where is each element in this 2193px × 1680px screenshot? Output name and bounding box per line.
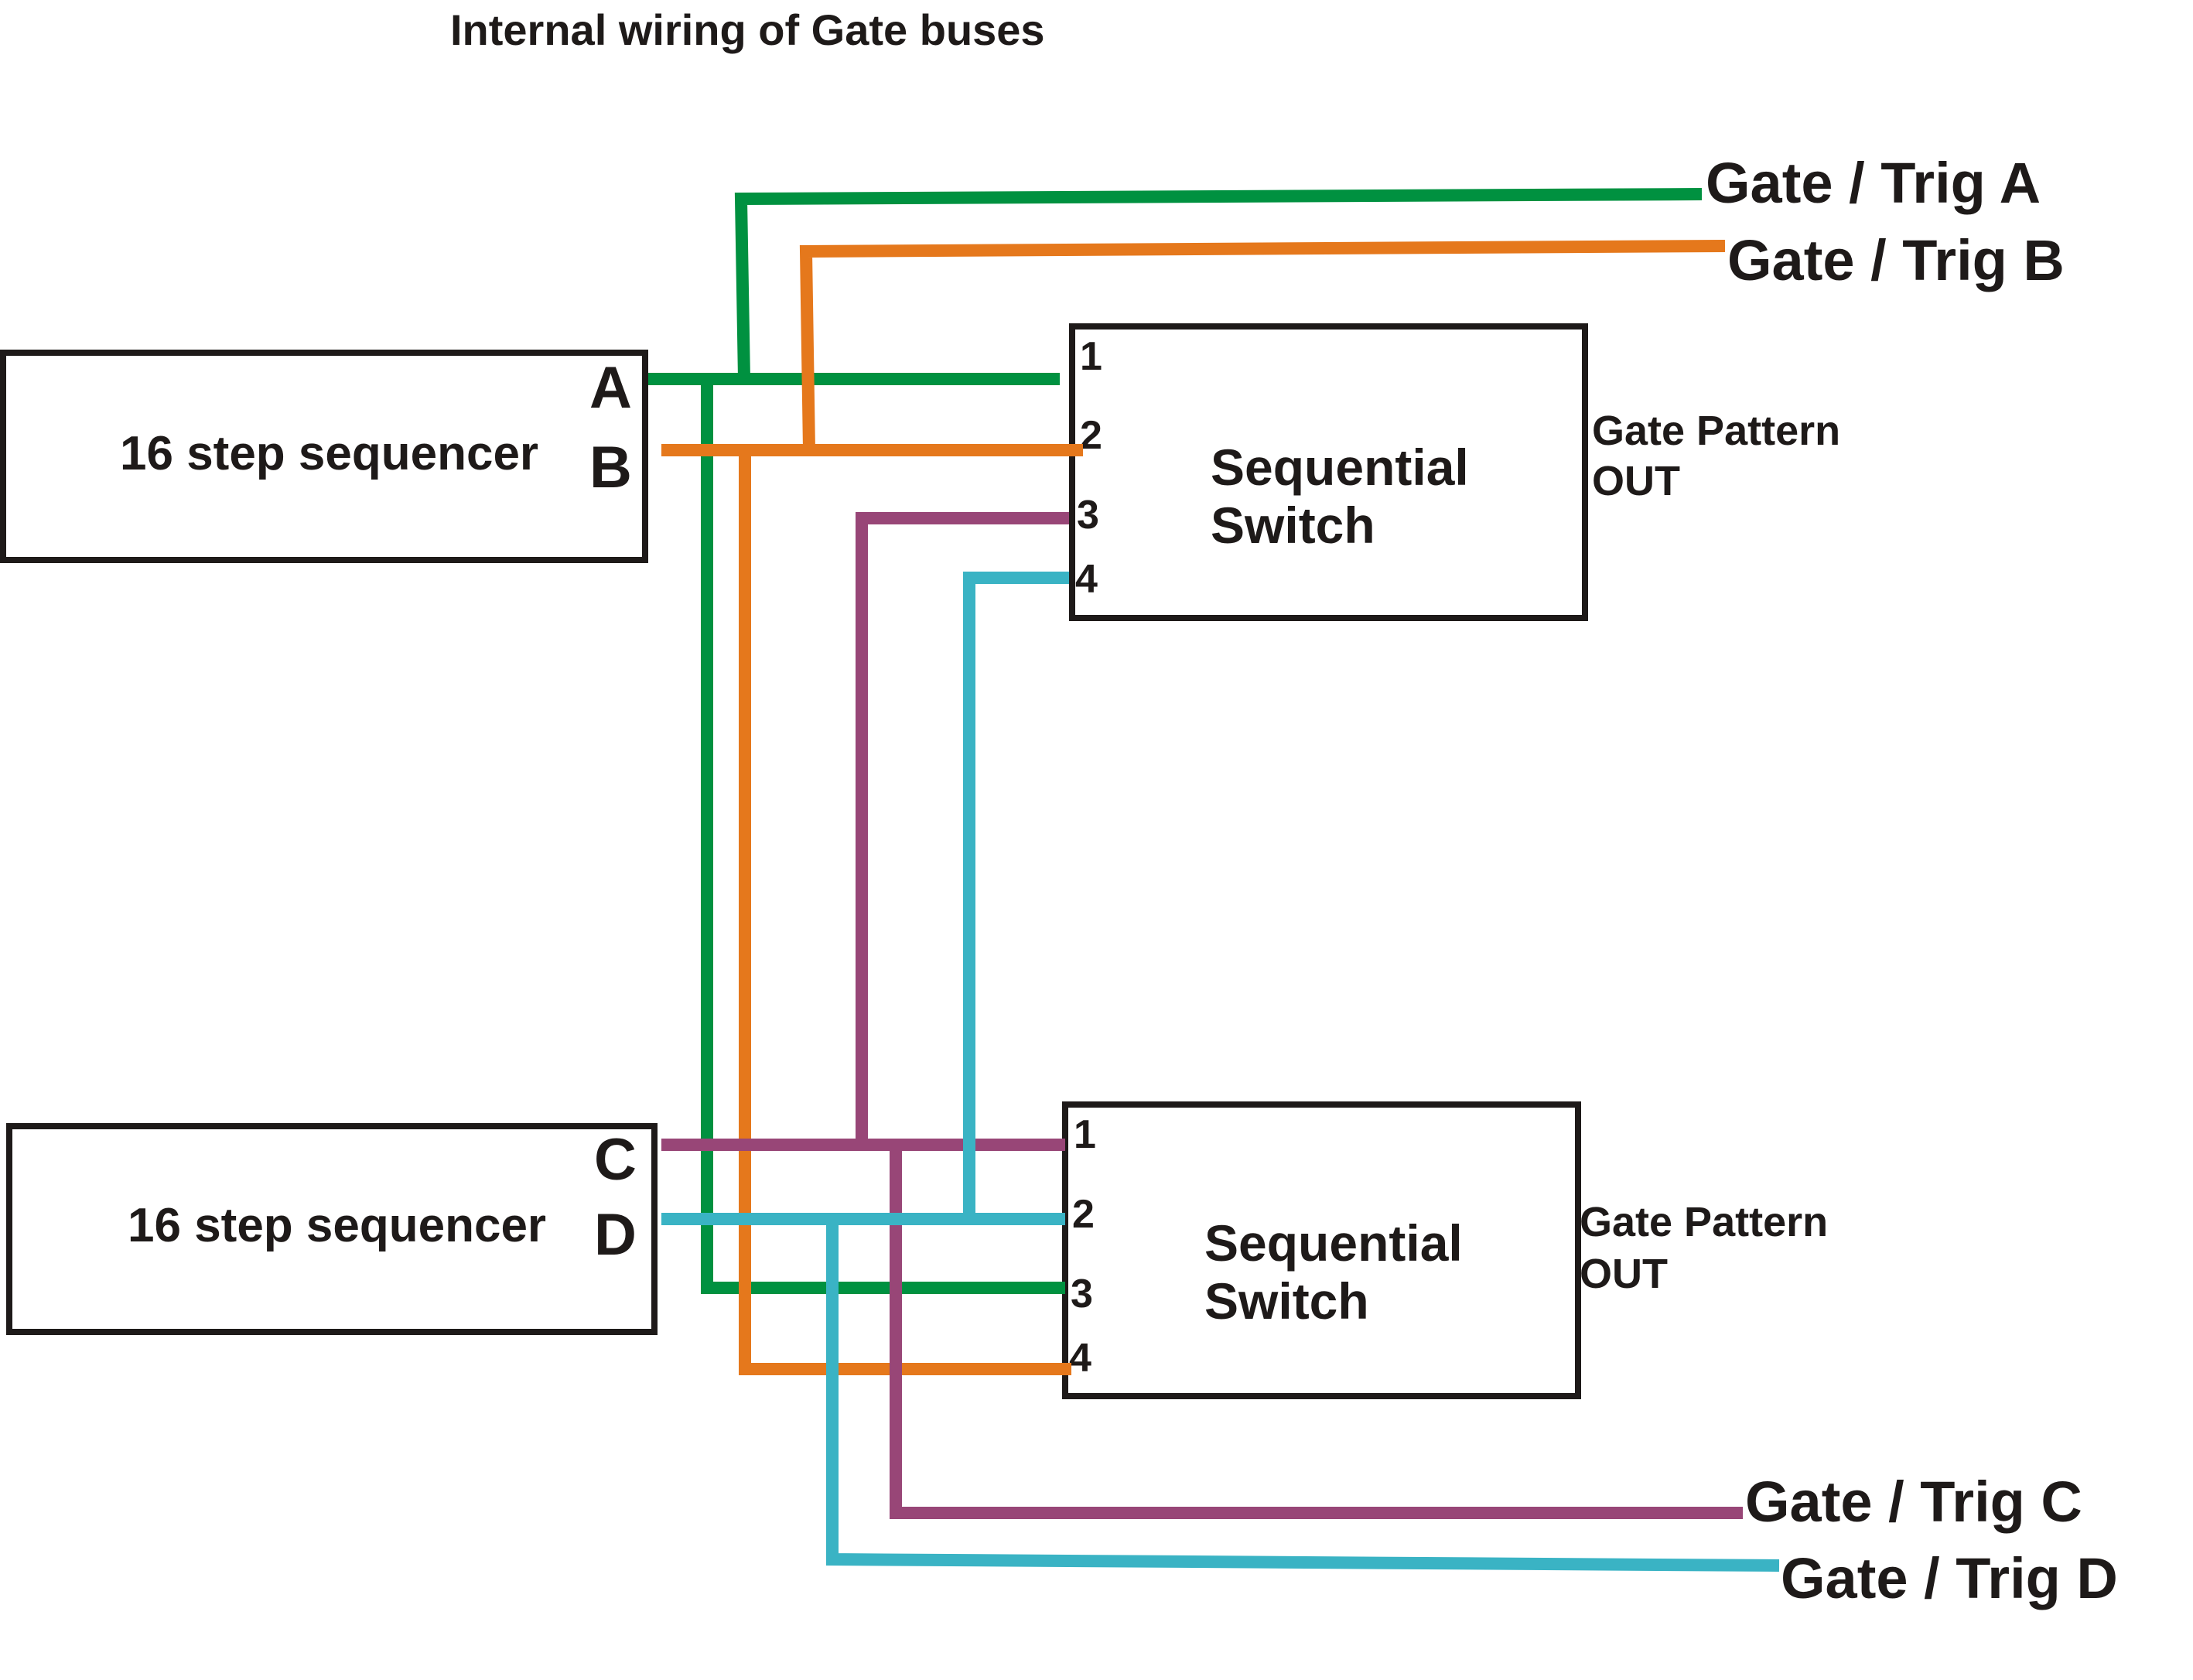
bus-c-wires	[661, 512, 1743, 1519]
wire-a-to-output	[734, 188, 1703, 380]
sequencer-top-box	[0, 350, 648, 563]
switch-top-box	[1069, 323, 1588, 621]
sequencer-bottom-box	[6, 1123, 658, 1335]
switch-bottom-pin-3: 3	[1071, 1272, 1093, 1316]
switch-bottom-title-line2: Switch	[1204, 1272, 1369, 1330]
switch-bottom-output-line1: Gate Pattern	[1580, 1199, 1828, 1245]
wire-b-to-bottom-pin4	[739, 450, 1071, 1375]
switch-top-pin-2: 2	[1080, 413, 1102, 458]
wire-c-to-output	[890, 1145, 1743, 1519]
switch-top-pin-3: 3	[1077, 493, 1099, 538]
wire-c-to-top-pin3	[856, 512, 1069, 1145]
switch-bottom-box	[1062, 1101, 1581, 1399]
switch-top-title-line1: Sequential	[1211, 439, 1469, 496]
wire-a-to-bottom-pin3	[701, 379, 1065, 1294]
switch-bottom-pin-2: 2	[1072, 1192, 1095, 1237]
switch-bottom-title-line1: Sequential	[1204, 1214, 1463, 1272]
switch-top-pin-4: 4	[1075, 557, 1098, 602]
switch-bottom: 1 2 3 4 Sequential Switch Gate Pattern O…	[1062, 1101, 1828, 1399]
output-label-d: Gate / Trig D	[1781, 1546, 2118, 1610]
port-d-label: D	[594, 1202, 637, 1268]
sequencer-top: 16 step sequencer A B	[0, 350, 648, 563]
sequencer-bottom: 16 step sequencer C D	[6, 1123, 658, 1335]
diagram-title: Internal wiring of Gate buses	[450, 5, 1045, 54]
bus-a-wires	[648, 188, 1703, 1294]
switch-top-output-line2: OUT	[1592, 458, 1680, 504]
switch-bottom-output-line2: OUT	[1580, 1251, 1668, 1297]
sequencer-top-label: 16 step sequencer	[120, 427, 538, 480]
wire-d-to-top-pin4	[963, 572, 1069, 1219]
output-label-a: Gate / Trig A	[1706, 151, 2041, 215]
switch-top-output-line1: Gate Pattern	[1592, 408, 1840, 454]
switch-top: 1 2 3 4 Sequential Switch Gate Pattern O…	[1069, 323, 1840, 621]
wire-d-to-output	[826, 1219, 1780, 1572]
output-label-c: Gate / Trig C	[1745, 1470, 2082, 1534]
wire-b-to-output	[799, 240, 1726, 451]
port-a-label: A	[589, 355, 632, 421]
sequencer-bottom-label: 16 step sequencer	[128, 1199, 546, 1252]
bus-d-wires	[661, 572, 1780, 1572]
switch-bottom-pin-4: 4	[1069, 1336, 1091, 1381]
port-b-label: B	[589, 435, 632, 500]
bus-b-wires	[661, 240, 1726, 1375]
switch-top-pin-1: 1	[1080, 334, 1102, 379]
switch-top-title-line2: Switch	[1211, 497, 1375, 554]
output-label-b: Gate / Trig B	[1727, 228, 2065, 292]
port-c-label: C	[594, 1127, 637, 1193]
switch-bottom-pin-1: 1	[1074, 1112, 1096, 1157]
